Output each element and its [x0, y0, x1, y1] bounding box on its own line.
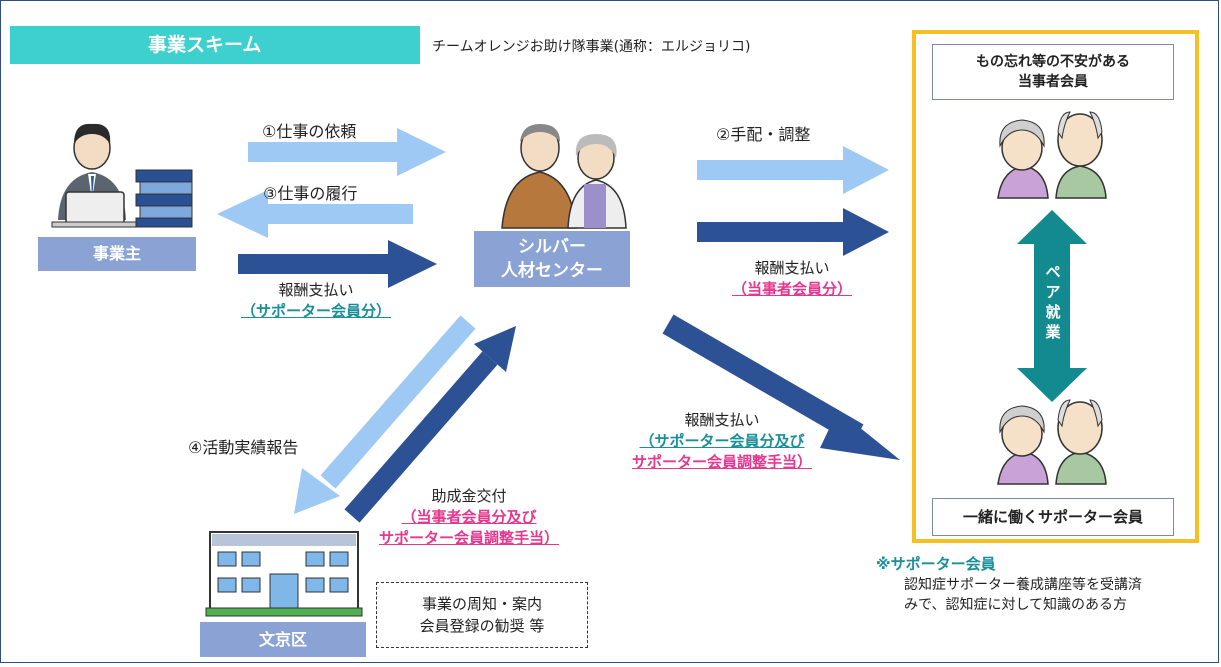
arrow-pay-supporter: [662, 314, 900, 460]
member-pair-frame: [912, 30, 1199, 543]
supporter-note-body: 認知症サポーター養成講座等を受講済 みで、認知症に対して知識のある方: [904, 575, 1214, 615]
step3-label: ③仕事の履行: [263, 184, 358, 203]
seniors-top-illustration: [997, 111, 1107, 199]
arrow-step2: [697, 146, 889, 194]
arrow-pay-employer: [238, 240, 437, 288]
supporter-note-line1: 認知症サポーター養成講座等を受講済: [904, 577, 1142, 593]
pay-supporter-sub2: サポーター会員調整手当）: [631, 453, 812, 471]
silver-center-line2: 人材センター: [501, 261, 603, 281]
member-top-line2: 当事者会員: [1018, 74, 1088, 90]
grant-label: 助成金交付 （当事者会員分及び サポーター会員調整手当）: [356, 486, 582, 549]
seniors-bottom-illustration: [997, 399, 1107, 485]
grant-sub2: サポーター会員調整手当）: [378, 529, 559, 547]
member-top-line1: もの忘れ等の不安がある: [976, 54, 1130, 70]
arrow-step3: [217, 190, 413, 238]
arrow-step1: [248, 128, 446, 176]
grant-main: 助成金交付: [431, 487, 507, 505]
pay-member-main: 報酬支払い: [754, 259, 830, 277]
arrow-pay-member: [697, 208, 889, 256]
pay-member-label: 報酬支払い （当事者会員分）: [692, 258, 892, 300]
page-title: 事業スキーム: [10, 26, 420, 64]
member-top-box: もの忘れ等の不安がある 当事者会員: [932, 44, 1174, 100]
supporter-note-line2: みで、認知症に対して知識のある方: [904, 597, 1128, 613]
outreach-note-box: 事業の周知・案内 会員登録の勧奨 等: [376, 582, 588, 648]
employer-label: 事業主: [38, 237, 196, 271]
pay-supporter-label: 報酬支払い （サポーター会員分及び サポーター会員調整手当）: [604, 410, 840, 473]
pay-employer-label: 報酬支払い （サポーター会員分）: [216, 280, 416, 322]
member-bottom-box: 一緒に働くサポーター会員: [932, 498, 1174, 536]
page-subtitle: チームオレンジお助け隊事業(通称：エルジョリコ): [432, 39, 751, 55]
arrow-pair-work: [1017, 210, 1087, 402]
silver-center-line1: シルバー: [518, 237, 586, 257]
arrow-grant: [344, 326, 516, 523]
arrow-step4: [294, 315, 476, 514]
step1-label: ①仕事の依頼: [262, 122, 357, 141]
pay-employer-main: 報酬支払い: [278, 281, 354, 299]
supporter-note-title: ※サポーター会員: [876, 555, 996, 573]
grant-sub1: （当事者会員分及び: [401, 508, 537, 526]
bunkyo-building-illustration: [205, 531, 363, 617]
pair-work-label: ペア就業: [1045, 263, 1061, 341]
pay-employer-sub: （サポーター会員分）: [240, 302, 391, 320]
outreach-line2: 会員登録の勧奨 等: [419, 617, 545, 635]
pay-supporter-main: 報酬支払い: [684, 411, 760, 429]
employer-illustration: [38, 123, 196, 228]
bunkyo-label: 文京区: [200, 622, 366, 657]
pay-supporter-sub1: （サポーター会員分及び: [639, 432, 805, 450]
step4-label: ④活動実績報告: [188, 438, 299, 457]
silver-center-label: シルバー 人材センター: [474, 231, 630, 287]
step2-label: ②手配・調整: [716, 125, 811, 144]
outreach-line1: 事業の周知・案内: [421, 595, 542, 613]
pay-member-sub: （当事者会員分）: [731, 280, 852, 298]
silver-center-illustration: [501, 124, 627, 229]
